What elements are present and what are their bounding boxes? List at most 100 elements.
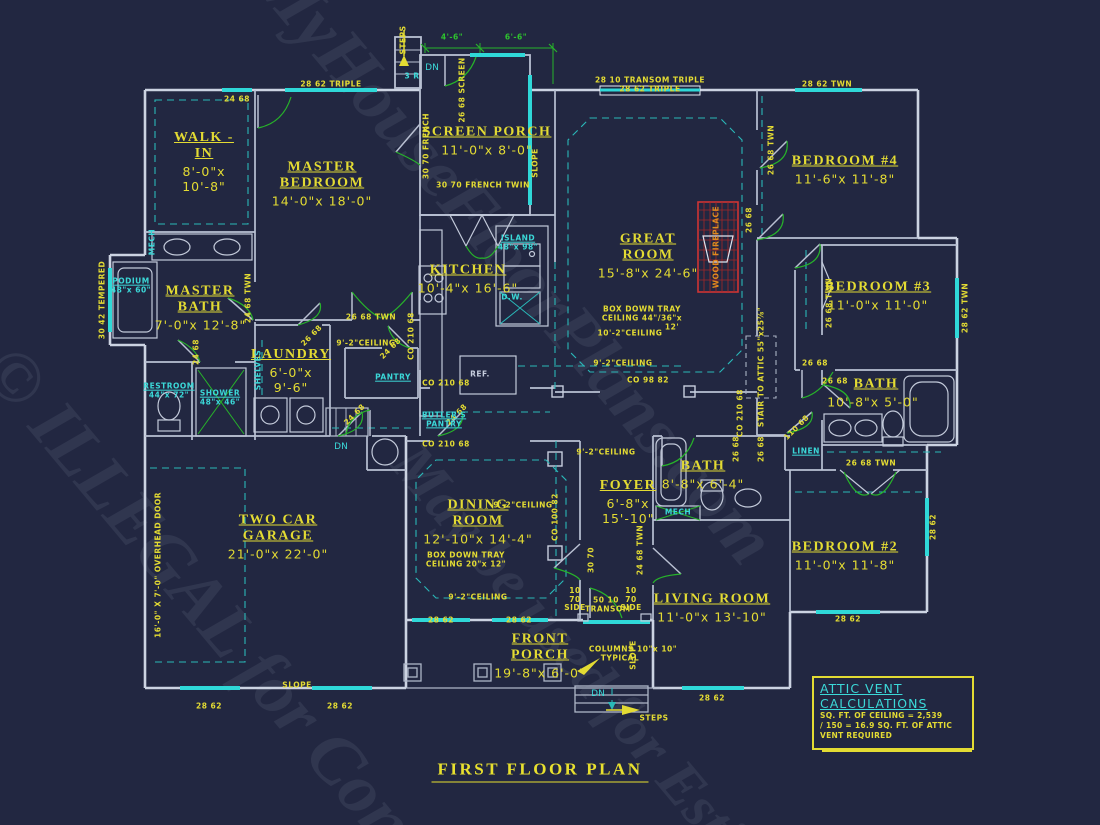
cased-opening-label: CO 100 82 — [550, 493, 560, 541]
door-label: 24 68 — [224, 94, 250, 104]
ceiling-note: 9'-2"CEILING — [593, 358, 653, 368]
door-label: 24 68 TWN — [243, 272, 253, 324]
dimension-label: 6'-6" — [504, 32, 528, 42]
pantry-label: PANTRY — [375, 372, 411, 382]
cased-opening-label: CO 210 68 — [406, 312, 416, 360]
room-master-bath: MASTER BATH 7'-0"x 12'-8" — [154, 283, 247, 333]
ceiling-note: 10'-2"CEILING — [597, 328, 663, 338]
door-label: 26 68 TWN — [766, 124, 776, 176]
tray-note: CEILING 20"x 12" — [425, 559, 507, 569]
dishwasher-x — [499, 291, 541, 325]
door-label: 30 70 FRENCH — [421, 112, 431, 180]
steps-note: STEPS — [398, 25, 408, 55]
transom-label: 50 10 TRANSOM — [585, 595, 631, 613]
restroom-label: RESTROOM — [143, 381, 195, 391]
dn-note: DN — [334, 441, 348, 452]
window-label: 28 62 — [835, 614, 861, 624]
tray-note: BOX DOWN TRAY — [603, 304, 681, 314]
screen-door-label: 26 68 SCREEN — [457, 57, 467, 123]
room-foyer: FOYER 6'-8"x 15'-10" — [599, 478, 657, 526]
room-garage: TWO CAR GARAGE 21'-0"x 22'-0" — [227, 512, 329, 562]
ceiling-note: 9'-2"CEILING — [493, 500, 553, 510]
linen-label: LINEN — [792, 446, 820, 456]
room-screen-porch: SCREEN PORCH 11'-0"x 8'-0" — [422, 124, 552, 158]
sidelite-label: 10 70 SIDE — [620, 586, 642, 613]
sheet-title: FIRST FLOOR PLAN — [431, 760, 649, 783]
tray-note: CEILING 44"/36"x — [601, 313, 683, 323]
slope-note: SLOPE — [530, 148, 540, 178]
room-great-room: GREAT ROOM 15'-8"x 24'-6" — [597, 231, 699, 281]
tray-note: 12' — [664, 322, 680, 332]
shower-size: 48"x 46" — [199, 397, 241, 407]
column-posts — [547, 385, 696, 561]
door-label: 30 70 — [586, 547, 596, 573]
attic-calc-line1: SQ. FT. OF CEILING = 2,539 — [820, 711, 943, 720]
attic-stair-outline — [745, 335, 777, 399]
window-label: 28 62 TWN — [960, 282, 970, 334]
sidelite-label: 10 70 SIDE — [564, 586, 586, 613]
fireplace — [697, 201, 739, 293]
fireplace-label: WOOD FIREPLACE — [711, 205, 721, 289]
ceiling-note: 9'-2"CEILING — [336, 338, 396, 348]
slope-note: SLOPE — [282, 680, 312, 690]
room-walk-in: WALK -IN 8'-0"x 10'-8" — [174, 130, 234, 194]
dishwasher-label: D.W. — [501, 292, 523, 302]
ceiling-note: 9'-2"CEILING — [576, 447, 636, 457]
cased-opening-label: CO 210 68 — [422, 378, 470, 388]
door-label: 26 68 TWN — [845, 458, 897, 468]
steps-note: STEPS — [639, 713, 669, 723]
dimension-label: 4'-6" — [440, 32, 464, 42]
window-label: 28 62 — [928, 514, 938, 540]
podium-tub-size: 48"x 60" — [110, 285, 152, 295]
room-living-room: LIVING ROOM 11'-0"x 13'-10" — [653, 591, 771, 625]
butlers-pantry-label: BUTLER'S PANTRY — [421, 410, 467, 428]
room-front-porch: FRONT PORCH 19'-8"x 6'-0" — [494, 631, 586, 681]
mech-label: MECH — [147, 228, 157, 256]
columns-note-2: TYPICAL — [600, 653, 640, 663]
attic-calc-line3: VENT REQUIRED — [820, 731, 893, 741]
window-label: 28 62 — [699, 693, 725, 703]
room-hall-bath: BATH 8'-8"x 6'-4" — [661, 458, 745, 492]
attic-vent-calculations: ATTIC VENT CALCULATIONS SQ. FT. OF CEILI… — [812, 676, 974, 750]
window-label: 28 62 — [327, 701, 353, 711]
room-kitchen: KITCHEN 10'-4"x 16'-6" — [417, 262, 519, 296]
door-label: 26 68 TWN — [345, 312, 397, 322]
door-label: 26 68 — [756, 436, 766, 462]
green-marks — [197, 43, 701, 521]
shelves-label: SHELVES — [253, 349, 263, 391]
room-bath-right: BATH 10'-8"x 5'-0" — [827, 376, 919, 410]
attic-calc-line2: / 150 = 16.9 SQ. FT. OF ATTIC — [820, 721, 953, 731]
door-label: 26 68 — [822, 376, 848, 386]
porch-edge — [325, 407, 660, 713]
window-label: 28 62 TRIPLE — [619, 84, 681, 94]
window-label: 28 62 — [428, 615, 454, 625]
attic-stair-label: STAIR TO ATTIC 55"x25⅞" — [756, 306, 766, 428]
room-bedroom-3: BEDROOM #3 11'-0"x 11'-0" — [824, 279, 932, 313]
ceiling-dashes — [150, 96, 941, 710]
attic-title-line1: ATTIC VENT — [820, 681, 903, 696]
cased-opening-label: CO 210 68 — [422, 439, 470, 449]
shower-label: SHOWER — [199, 388, 241, 398]
restroom-size: 44"x 72" — [148, 390, 190, 400]
room-bedroom-4: BEDROOM #4 11'-6"x 11'-8" — [791, 153, 899, 187]
dn-note: DN — [591, 688, 605, 699]
attic-title-line2: CALCULATIONS — [820, 696, 928, 711]
window-label: 28 62 — [196, 701, 222, 711]
door-label: 26 68 — [744, 207, 754, 233]
room-master-bedroom: MASTER BEDROOM 14'-0"x 18'-0" — [271, 159, 373, 209]
podium-tub-label: PODIUM — [112, 276, 150, 286]
window-label: 28 62 TWN — [801, 79, 853, 89]
room-bedroom-2: BEDROOM #2 11'-0"x 11'-8" — [791, 539, 899, 573]
step-arrows — [399, 30, 640, 715]
ceiling-note: 9'-2"CEILING — [448, 592, 508, 602]
columns-note: COLUMNS 10"x 10" — [588, 644, 678, 654]
overhead-door-label: 16'-0" X 7'-0" OVERHEAD DOOR — [153, 491, 163, 639]
island-label: ISLAND — [500, 233, 536, 243]
door-label: 26 68 — [802, 358, 828, 368]
window-label: 28 10 TRANSOM TRIPLE — [594, 75, 706, 85]
island-size: 48"x 98" — [497, 242, 539, 252]
window-frames — [599, 85, 701, 96]
window-label: 28 62 — [506, 615, 532, 625]
